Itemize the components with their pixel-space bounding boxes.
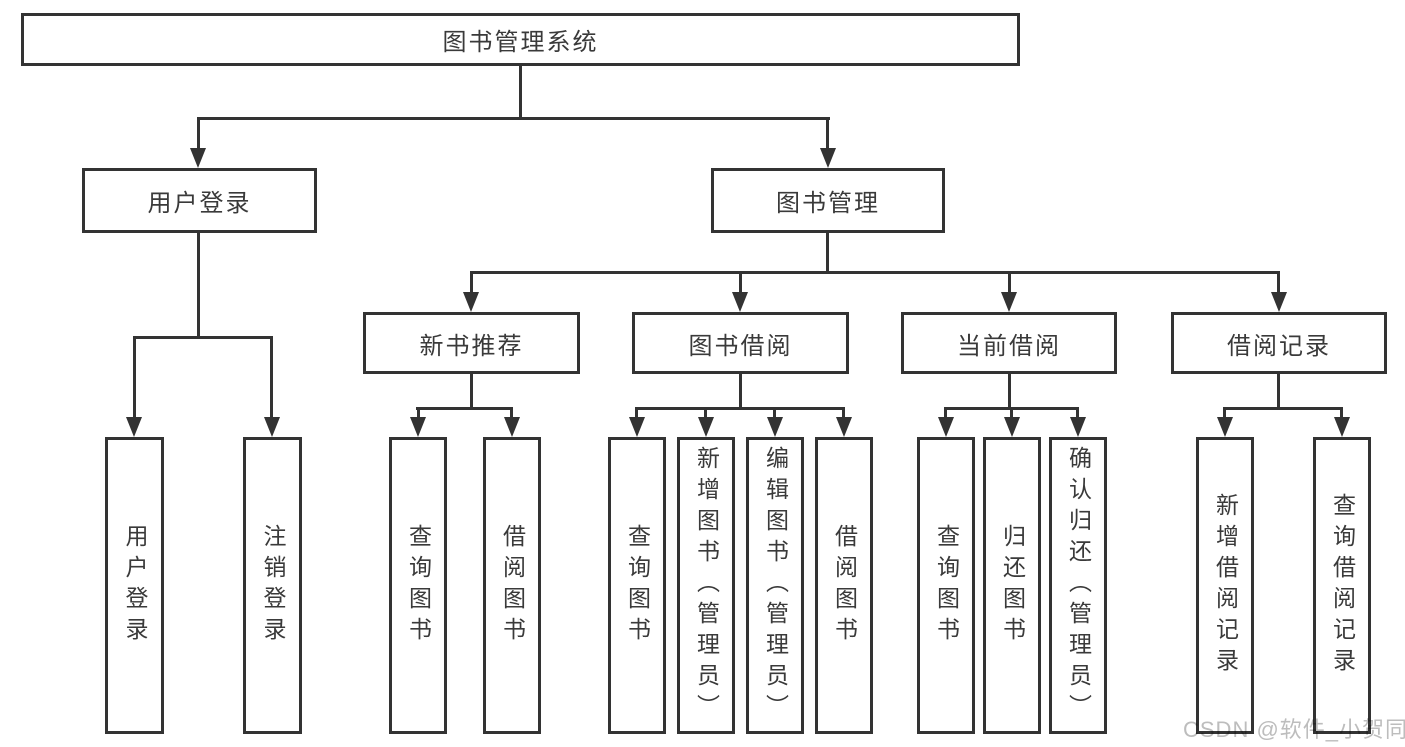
node-label: 图书管理系统: [442, 29, 599, 56]
node-book-mgmt: 图书管理: [711, 168, 945, 233]
connector-bus-newbook: [416, 407, 513, 410]
connector-bus-level3: [470, 271, 1280, 274]
leaf-record-add: 新增借阅记录: [1196, 437, 1254, 734]
arrowhead-book-mgmt: [820, 148, 836, 168]
connector-stub-book-mgmt: [826, 117, 829, 152]
leaf-borrow-add-admin: 新增图书（管理员）: [677, 437, 735, 734]
leaf-label: 查询图书: [624, 523, 651, 648]
arrowhead-record-0: [1217, 417, 1233, 437]
arrowhead-newbook-0: [410, 417, 426, 437]
arrowhead-borrow-1: [698, 417, 714, 437]
connector-stub-record: [1277, 271, 1280, 294]
node-label: 新书推荐: [419, 332, 524, 360]
node-book-borrow: 图书借阅: [632, 312, 849, 374]
leaf-label: 确认归还（管理员）: [1065, 446, 1092, 725]
node-new-book-rec: 新书推荐: [363, 312, 580, 374]
node-borrow-record: 借阅记录: [1171, 312, 1387, 374]
arrowhead-current-2: [1070, 417, 1086, 437]
node-library-system: 图书管理系统: [21, 13, 1020, 66]
arrowhead-record: [1271, 292, 1287, 312]
node-label: 图书借阅: [688, 332, 793, 360]
arrowhead-current: [1001, 292, 1017, 312]
connector-stub-login-0: [133, 336, 136, 420]
connector-stub-login-1: [270, 336, 273, 420]
leaf-label: 查询图书: [405, 523, 432, 648]
leaf-label: 新增图书（管理员）: [693, 446, 720, 725]
leaf-current-confirm-admin: 确认归还（管理员）: [1049, 437, 1107, 734]
connector-bus-login: [133, 336, 273, 339]
connector-stub-borrow-0: [635, 407, 638, 420]
arrowhead-user-login: [190, 148, 206, 168]
leaf-label: 用户登录: [122, 523, 148, 648]
connector-stub-record-1: [1340, 407, 1343, 420]
connector-stub-newbook: [470, 271, 473, 294]
connector-stub-user-login: [197, 117, 200, 152]
leaf-label: 查询借阅记录: [1329, 492, 1356, 679]
connector-mgmt-stem: [826, 233, 829, 274]
leaf-label: 借阅图书: [499, 523, 526, 648]
connector-bus-level2: [197, 117, 830, 120]
node-label: 图书管理: [776, 190, 880, 217]
leaf-label: 注销登录: [260, 523, 286, 648]
connector-stub-current-0: [944, 407, 947, 420]
leaf-record-query: 查询借阅记录: [1313, 437, 1371, 734]
node-current-borrow: 当前借阅: [901, 312, 1117, 374]
connector-stub-newbook-1: [510, 407, 513, 420]
connector-record-stem: [1277, 374, 1280, 410]
leaf-borrow-borrow: 借阅图书: [815, 437, 873, 734]
connector-borrow-stem: [739, 374, 742, 410]
connector-root-stem: [519, 66, 522, 117]
leaf-borrow-query: 查询图书: [608, 437, 666, 734]
connector-stub-current-2: [1076, 407, 1079, 420]
arrowhead-borrow: [732, 292, 748, 312]
node-label: 用户登录: [147, 190, 252, 217]
arrowhead-borrow-2: [767, 417, 783, 437]
connector-stub-borrow-2: [773, 407, 776, 420]
leaf-label: 借阅图书: [831, 523, 858, 648]
connector-stub-current: [1008, 271, 1011, 294]
leaf-borrow-edit-admin: 编辑图书（管理员）: [746, 437, 804, 734]
leaf-label: 查询图书: [933, 523, 960, 648]
connector-stub-current-1: [1010, 407, 1013, 420]
connector-stub-record-0: [1223, 407, 1226, 420]
arrowhead-newbook: [463, 292, 479, 312]
node-label: 借阅记录: [1227, 332, 1331, 360]
leaf-newbook-query: 查询图书: [389, 437, 447, 734]
connector-stub-borrow: [739, 271, 742, 294]
leaf-newbook-borrow: 借阅图书: [483, 437, 541, 734]
node-user-login: 用户登录: [82, 168, 317, 233]
leaf-label: 归还图书: [999, 523, 1026, 648]
leaf-label: 新增借阅记录: [1212, 492, 1239, 679]
arrowhead-newbook-1: [504, 417, 520, 437]
arrowhead-current-0: [938, 417, 954, 437]
leaf-user-login: 用户登录: [105, 437, 164, 734]
connector-current-stem: [1008, 374, 1011, 410]
arrowhead-current-1: [1004, 417, 1020, 437]
connector-bus-borrow: [635, 407, 845, 410]
connector-stub-newbook-0: [417, 407, 420, 420]
arrowhead-borrow-3: [836, 417, 852, 437]
arrowhead-borrow-0: [629, 417, 645, 437]
connector-newbook-stem: [470, 374, 473, 410]
arrowhead-record-1: [1334, 417, 1350, 437]
arrowhead-login-1: [264, 417, 280, 437]
connector-bus-record: [1223, 407, 1343, 410]
node-label: 当前借阅: [957, 332, 1061, 360]
connector-stub-borrow-1: [704, 407, 707, 420]
csdn-watermark: CSDN @软件_小贺同学: [1183, 717, 1405, 742]
connector-login-stem: [197, 233, 200, 339]
connector-stub-borrow-3: [842, 407, 845, 420]
arrowhead-login-0: [126, 417, 142, 437]
leaf-logout: 注销登录: [243, 437, 302, 734]
leaf-current-query: 查询图书: [917, 437, 975, 734]
leaf-label: 编辑图书（管理员）: [762, 446, 789, 725]
leaf-current-return: 归还图书: [983, 437, 1041, 734]
